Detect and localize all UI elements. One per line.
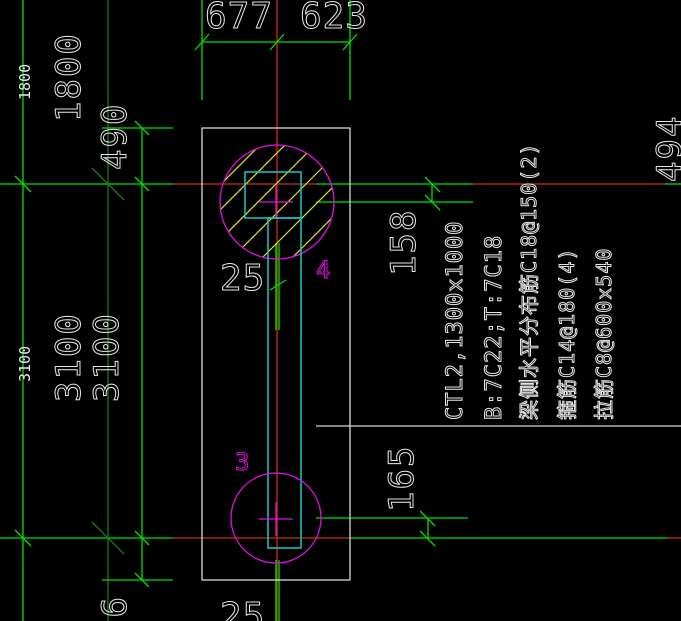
- beam-annotation[interactable]: CTL2,1300x1000 B:7C22;T:7C18 梁侧水平分布筋C18@…: [443, 142, 617, 420]
- dim-25-bottom: 25: [220, 596, 265, 621]
- dim-158: 158: [384, 209, 424, 276]
- tick: [342, 33, 358, 51]
- tick: [194, 33, 210, 51]
- dim-490: 490: [95, 103, 135, 170]
- dim-623: 623: [300, 0, 368, 37]
- pile-label-4: 4: [316, 256, 331, 284]
- tick: [424, 194, 441, 211]
- tick: [134, 530, 150, 546]
- pile-hatch: [220, 145, 334, 259]
- tick: [134, 572, 150, 588]
- annotation-line-4: 箍筋C14@180(4): [555, 248, 579, 420]
- tick: [14, 175, 32, 193]
- dim-165: 165: [382, 445, 422, 512]
- tick: [419, 530, 436, 547]
- column-outline[interactable]: [244, 171, 302, 219]
- annotation-line-5: 拉筋C8@600x540: [592, 248, 616, 420]
- tick: [91, 167, 125, 201]
- tick: [269, 33, 285, 51]
- dim-677: 677: [205, 0, 273, 37]
- annotation-line-1: CTL2,1300x1000: [443, 221, 468, 420]
- tick: [424, 176, 441, 193]
- beam-outline[interactable]: [267, 217, 302, 549]
- dim-3100: 3100: [49, 312, 89, 402]
- tick: [134, 176, 150, 192]
- annotation-line-3: 梁侧水平分布筋C18@150(2): [517, 143, 541, 420]
- pile-top[interactable]: [219, 144, 335, 260]
- dim-3100-outer: 3100: [16, 346, 34, 382]
- dim-1800-outer: 1800: [16, 64, 34, 100]
- tick: [419, 510, 436, 527]
- tick: [14, 529, 32, 547]
- dim-3100: 3100: [87, 312, 127, 402]
- dim-1800: 1800: [49, 32, 89, 122]
- pile-cap-outline[interactable]: [201, 127, 351, 581]
- pile-label-3: 3: [235, 448, 250, 476]
- dim-36: 36: [95, 595, 135, 621]
- dim-494: 494: [650, 115, 681, 182]
- tick: [91, 521, 125, 555]
- annotation-line-2: B:7C22;T:7C18: [482, 235, 507, 420]
- pile-bottom[interactable]: [230, 472, 322, 564]
- tick: [269, 279, 287, 291]
- tick: [134, 120, 150, 136]
- dim-25-top: 25: [220, 258, 265, 299]
